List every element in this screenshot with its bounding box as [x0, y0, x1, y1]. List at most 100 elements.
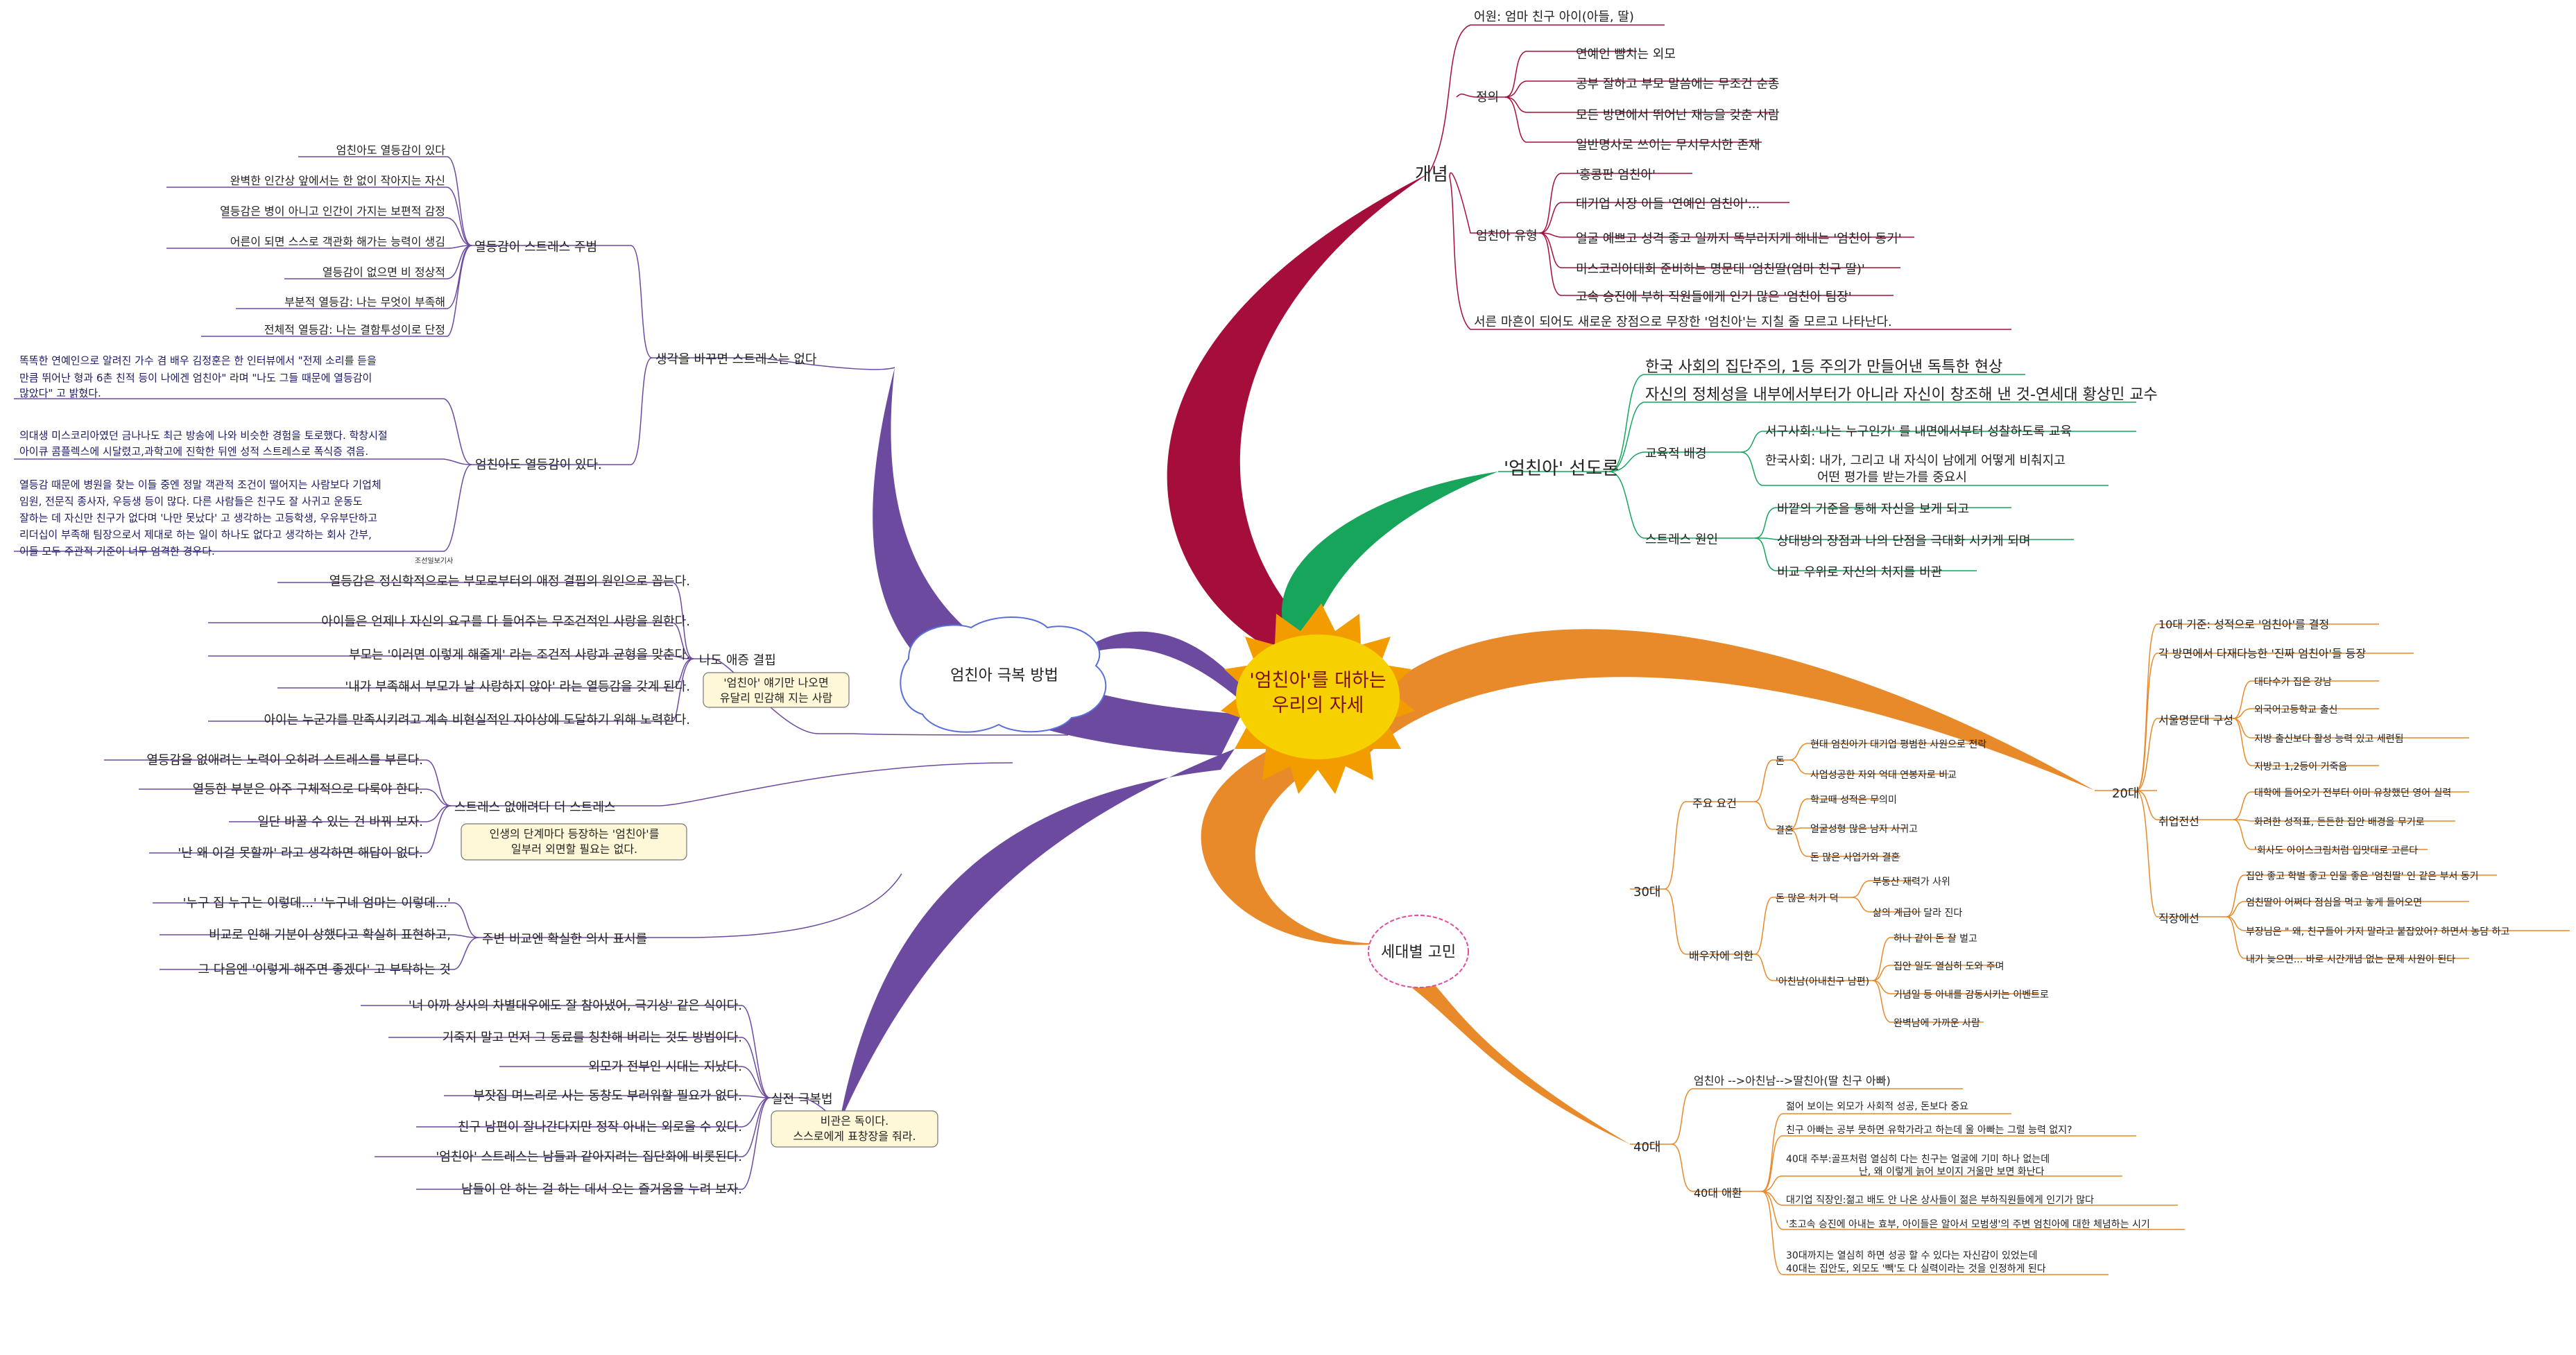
practice-item: 친구 남편이 잘나간다지만 정작 아내는 외로울 수 있다.: [458, 1120, 742, 1134]
pioneer-education-item: 어떤 평가를 받는가를 중요시: [1817, 470, 1967, 485]
pioneer-stress-item: 비교 우위로 자신의 처지를 비관: [1777, 565, 1942, 580]
age40-regret-item: 40대 주부:골프처럼 열심히 다는 친구는 얼굴에 기미 하나 없는데: [1786, 1154, 2050, 1165]
age20-job-label[interactable]: 취업전선: [2158, 815, 2199, 828]
age30-marriage-item: 학교때 성적은 무의미: [1810, 795, 1897, 806]
age30-husband-item: 기념일 등 아내를 감동시키는 이벤트로: [1894, 990, 2049, 1001]
branch-generation-petal-lower: [1201, 735, 1387, 945]
practice-callout: 비관은 독이다. 스스로에게 표창장을 줘라.: [771, 1110, 938, 1148]
age20-work-label[interactable]: 직장에선: [2158, 912, 2199, 925]
concept-note: 서른 마흔이 되어도 새로운 장점으로 무장한 '엄친아'는 지칠 줄 모르고 …: [1474, 315, 1892, 329]
also-note: 잘하는 데 자신만 친구가 없다며 '나만 못났다' 고 생각하는 고등학생, …: [19, 512, 377, 524]
also-note: 열등감 때문에 병원을 찾는 이들 중엔 정말 객관적 조건이 떨어지는 사람보…: [19, 478, 381, 491]
age20-seoul-item: 지방고 1,2등이 기죽음: [2254, 761, 2347, 773]
svg-text:'엄친아' 얘기만 나오면: '엄친아' 얘기만 나오면: [723, 676, 828, 689]
age20-label[interactable]: 20대: [2112, 786, 2139, 801]
overcome-label[interactable]: 엄친아 극복 방법: [950, 667, 1058, 684]
also-note: 만큼 뛰어난 형과 6촌 친적 등이 나에겐 엄친아" 라며 "나도 그들 때문…: [19, 372, 372, 384]
svg-text:스스로에게 표창장을 줘라.: 스스로에게 표창장을 줘라.: [793, 1130, 916, 1143]
age20-job-item: 화려한 성적표, 든든한 집안 배경을 무기로: [2254, 817, 2425, 828]
also-note: 똑똑한 연예인으로 알려진 가수 겸 배우 김정훈은 한 인터뷰에서 "전제 소…: [19, 354, 377, 367]
branch-generation-petal-bottom: [1408, 971, 1630, 1144]
inferiority-item: 전체적 열등감: 나는 결함투성이로 단정: [264, 323, 445, 336]
overcome-bubble: [900, 616, 1107, 733]
concept-definition-item: 공부 잘하고 부모 말씀에는 무조건 순종: [1576, 77, 1780, 92]
branch-pioneer-petal: [1281, 472, 1498, 638]
pioneer-education-item: 서구사회:'나는 누구인가' 를 내면에서부터 성찰하도록 교육: [1765, 424, 2072, 439]
age20-criteria: 10대 기준: 성적으로 '엄친아'를 결정: [2158, 618, 2329, 631]
generation-label[interactable]: 세대별 고민: [1381, 944, 1456, 961]
age30-rich-label[interactable]: 돈 많은 처가 덕: [1776, 893, 1839, 904]
age20-seoul-label[interactable]: 서울명문대 구성: [2158, 714, 2233, 727]
cause-item: 부모는 '이러면 이렇게 해줄게' 라는 조건적 사랑과 균형을 맞춘다.: [349, 648, 690, 662]
pioneer-stress-label[interactable]: 스트레스 원인: [1645, 533, 1718, 547]
age40-label[interactable]: 40대: [1633, 1140, 1660, 1155]
concept-definition-item: 모든 방면에서 뛰어난 재능을 갖춘 사람: [1576, 108, 1780, 123]
age20-work-item: 내가 늦으면... 바로 시간개념 없는 문제 사원이 된다: [2246, 954, 2455, 965]
age20-work-item: 집안 좋고 학벌 좋고 인물 좋은 '엄친딸' 인 같은 부서 동기: [2246, 871, 2479, 882]
pioneer-label[interactable]: '엄친아' 선도론: [1504, 458, 1619, 479]
age40-regret-item: 30대까지는 열심히 하면 성공 할 수 있다는 자신감이 있었는데: [1786, 1250, 2038, 1261]
cause-label[interactable]: 나도 애증 결핍: [699, 653, 776, 668]
age40-regret-item: 친구 아빠는 공부 뭇하면 유학가라고 하는데 울 아빠는 그럴 능력 없지?: [1786, 1125, 2072, 1136]
age40-regret-item: 젊어 보이는 외모가 사회적 성공, 돈보다 중요: [1786, 1101, 1968, 1112]
age30-label[interactable]: 30대: [1633, 885, 1660, 899]
age40-chain: 엄친아 -->아친남-->딸친아(딸 친구 아빠): [1694, 1074, 1891, 1087]
age20-work-item: 엄친딸이 어쩌다 점심을 먹고 놓게 들어오면: [2246, 897, 2422, 908]
branch-overcome: [14, 156, 1069, 1190]
concept-definition-item: 연예인 뺨치는 외모: [1576, 47, 1676, 62]
express-item: '누구 집 누구는 이렇데...' '누구네 엄마는 이렇데...': [182, 896, 451, 910]
avoid-item: 일단 바꿀 수 있는 건 바꿔 보자.: [257, 815, 423, 829]
svg-text:인생의 단계마다 등장하는 '엄친아'를: 인생의 단계마다 등장하는 '엄친아'를: [490, 827, 660, 840]
pioneer-item: 한국 사회의 집단주의, 1등 주의가 만들어낸 독특한 현상: [1645, 359, 2002, 376]
age40-regret-item: 40대는 집안도, 외모도 '빽'도 다 실력이라는 것을 인정하게 된다: [1786, 1263, 2046, 1275]
practice-item: 외모가 전부인 시대는 지났다.: [588, 1060, 742, 1074]
cause-item: 아이들은 언제나 자신의 요구를 다 들어주는 무조건적인 사랑을 원한다.: [321, 614, 690, 629]
concept-types-label[interactable]: 엄친아 유형: [1476, 229, 1538, 243]
age30-rich-item: 삶의 계급이 달라 진다: [1873, 908, 1962, 919]
also-note: 많았다" 고 밝혔다.: [19, 387, 101, 399]
age30-husband-item: 하나 같이 돈 잘 벌고: [1894, 933, 1977, 944]
age20-seoul-item: 지방 출신보다 활성 능력 있고 세련됨: [2254, 734, 2403, 745]
also-source: 조선일보기사: [415, 557, 453, 565]
pioneer-stress-item: 바깥의 기준을 통해 자신을 보게 되고: [1777, 502, 1969, 517]
age30-money-item: 사업성공한 자와 억대 연봉자로 비교: [1810, 770, 1957, 781]
concept-definition-label[interactable]: 정의: [1476, 90, 1499, 105]
practice-item: 기죽지 말고 먼저 그 동료를 칭찬해 버리는 것도 방법이다.: [443, 1030, 742, 1045]
inferiority-label[interactable]: 열등감이 스트레스 주범: [474, 240, 597, 254]
concept-types-item: 대기업 사장 아들 '연예인 엄친아'...: [1576, 197, 1760, 212]
age30-cond-label[interactable]: 주요 요건: [1692, 797, 1737, 810]
age30-husband-label[interactable]: '아친남(아내친구 남편): [1776, 976, 1869, 987]
concept-etymology: 어원: 엄마 친구 아이(아들, 딸): [1474, 10, 1634, 24]
pioneer-education-label[interactable]: 교육적 배경: [1645, 447, 1707, 461]
cause-item: 열등감은 정신학적으로는 부모로부터의 애정 결핍의 원인으로 꼽는다.: [329, 574, 690, 589]
age30-money-label[interactable]: 돈: [1776, 756, 1785, 767]
pioneer-education-item: 한국사회: 내가, 그리고 내 자식이 남에게 어떻게 비춰지고: [1765, 454, 2066, 468]
age30-spouse-label[interactable]: 배우자에 의한: [1689, 949, 1754, 963]
svg-text:비관은 독이다.: 비관은 독이다.: [821, 1114, 889, 1128]
inferiority-item: 부분적 열등감: 나는 무엇이 부족해: [284, 295, 445, 309]
branch-pioneer: [1498, 374, 2136, 571]
avoid-label[interactable]: 스트레스 없애려다 더 스트레스: [454, 800, 615, 815]
practice-item: '엄친아' 스트레스는 남들과 같아지려는 집단화에 비롯된다.: [436, 1150, 742, 1164]
express-item: 그 다음엔 '이렇게 해주면 좋겠다' 고 부탁하는 것: [198, 963, 451, 977]
concept-label[interactable]: 개념: [1415, 164, 1448, 185]
age40-regret-item: 난, 왜 이렇게 늙어 보이지 거울만 보면 화난다: [1859, 1166, 2045, 1177]
cause-item: '내가 부족해서 부모가 날 사랑하지 않아' 라는 열등감을 갖게 된다.: [345, 680, 690, 694]
practice-item: 부잣집 며느리로 사는 동창도 부러워할 필요가 없다.: [473, 1089, 742, 1103]
express-label[interactable]: 주변 비교엔 확실한 의사 표시를: [482, 932, 647, 947]
practice-label[interactable]: 실전 극복법: [771, 1092, 833, 1107]
concept-types-item: '홍콩판 엄친아': [1576, 168, 1656, 182]
concept-definition-item: 일반명사로 쓰이는 무시무시한 존재: [1576, 138, 1760, 153]
svg-text:유달리 민감해 지는 사람: 유달리 민감해 지는 사람: [720, 691, 833, 705]
age40-regret-label[interactable]: 40대 애환: [1694, 1186, 1742, 1200]
age30-marriage-label[interactable]: 결혼: [1776, 825, 1794, 836]
practice-item: 남들이 안 하는 걸 하는 데서 오는 즐거움을 누려 보자.: [461, 1182, 742, 1197]
avoid-item: '난 왜 이걸 못할까' 라고 생각하면 해답이 없다.: [178, 846, 423, 861]
center-node[interactable]: '엄친아'를 대하는 우리의 자세: [1221, 603, 1415, 794]
age30-marriage-item: 얼굴성형 많은 남자 사귀고: [1810, 824, 1918, 835]
svg-text:일부러 외면할 필요는 없다.: 일부러 외면할 필요는 없다.: [511, 843, 637, 856]
also-label[interactable]: 엄친아도 열등감이 있다.: [475, 458, 602, 472]
age30-money-item: 현대 엄친아가 대기업 평범한 사원으로 전락: [1810, 739, 1986, 750]
mindset-label[interactable]: 생각을 바꾸면 스트레스는 없다: [655, 352, 817, 367]
also-note: 리더십이 부족해 팀장으로서 제대로 하는 일이 하나도 없다고 생각하는 회사…: [19, 528, 372, 541]
